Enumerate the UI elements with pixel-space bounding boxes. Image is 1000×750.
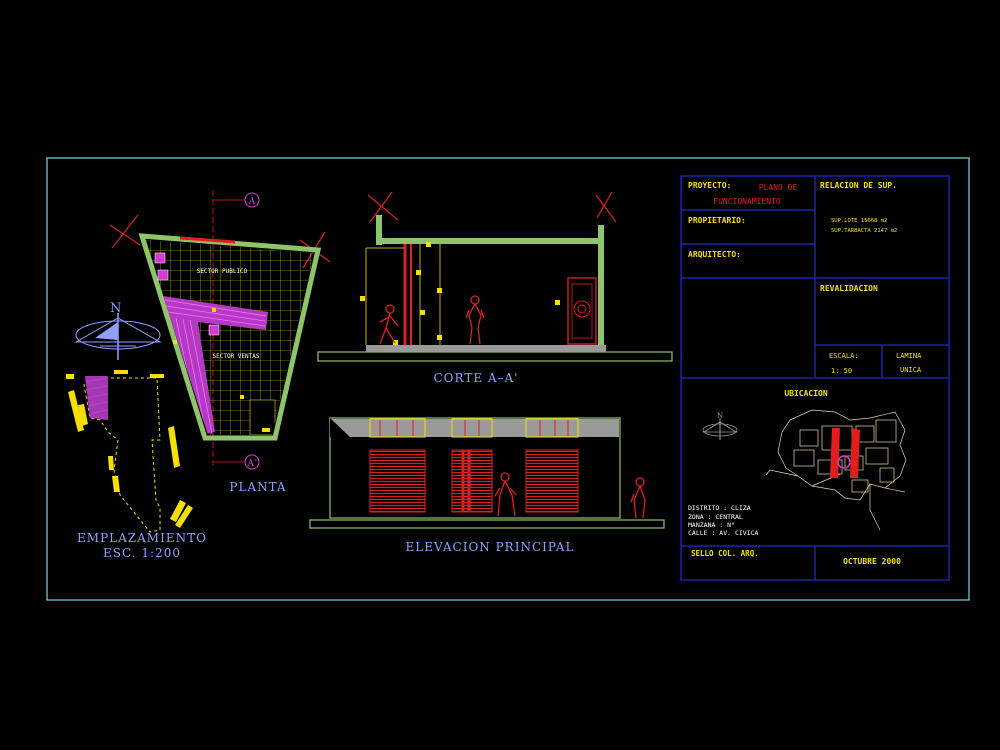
proyecto-value-1: PLANO DE bbox=[759, 183, 798, 192]
section-drawing: CORTE A–A' bbox=[317, 191, 673, 385]
sector-publico-label: SECTOR PUBLICO bbox=[197, 268, 248, 275]
distrito: DISTRITO : CLIZA bbox=[688, 504, 751, 512]
cut-marker-bottom bbox=[244, 454, 260, 470]
door bbox=[567, 277, 597, 345]
shutter-middle bbox=[451, 449, 493, 513]
person-icon bbox=[379, 304, 399, 345]
shutter-left bbox=[369, 449, 426, 513]
sup-tarbacta: SUP.TARBACTA 2147 m2 bbox=[831, 228, 897, 234]
site-plan: N EMPLAZAMIENTO ESC. 1:200 bbox=[66, 301, 207, 560]
person-icon bbox=[494, 472, 517, 517]
zona: ZONA : CENTRAL bbox=[688, 513, 743, 521]
site-outline bbox=[83, 377, 161, 533]
revalidacion-label: REVALIDACION bbox=[820, 284, 878, 293]
calle: CALLE : AV. CIVICA bbox=[688, 529, 759, 537]
location-map-highlight bbox=[830, 428, 860, 478]
shutter-right bbox=[525, 449, 579, 513]
sello-label: SELLO COL. ARQ. bbox=[691, 549, 759, 558]
north-label: N bbox=[110, 301, 121, 316]
cut-marker-top bbox=[244, 192, 260, 208]
emplazamiento-scale: ESC. 1:200 bbox=[103, 546, 181, 560]
ubicacion-label: UBICACION bbox=[784, 389, 828, 398]
proyecto-label: PROYECTO: bbox=[688, 181, 731, 190]
cut-marker-top-label: A bbox=[248, 197, 256, 207]
planta-title: PLANTA bbox=[229, 480, 286, 494]
sheet-frame bbox=[46, 157, 970, 601]
location-north-icon: N bbox=[702, 412, 738, 440]
lamina-value: UNICA bbox=[900, 366, 922, 374]
person-icon bbox=[630, 477, 646, 519]
relacion-label: RELACION DE SUP. bbox=[820, 181, 897, 190]
elevacion-title: ELEVACION PRINCIPAL bbox=[406, 540, 575, 554]
fecha: OCTUBRE 2000 bbox=[843, 557, 901, 566]
emplazamiento-title: EMPLAZAMIENTO bbox=[77, 531, 207, 545]
proyecto-value-2: FUNCIONAMIENTO bbox=[713, 197, 781, 206]
plan-walls bbox=[138, 233, 322, 441]
lamina-label: LAMINA bbox=[896, 352, 922, 360]
sector-ventas-label: SECTOR VENTAS bbox=[213, 353, 260, 360]
sup-lote: SUP.LOTE 15668 m2 bbox=[831, 218, 887, 224]
person-icon bbox=[465, 295, 485, 345]
north-arrow-icon: N bbox=[74, 301, 162, 360]
corte-title: CORTE A–A' bbox=[433, 371, 518, 385]
title-block bbox=[680, 175, 950, 581]
elevation-drawing: ELEVACION PRINCIPAL bbox=[309, 417, 665, 554]
location-north-label: N bbox=[717, 412, 723, 420]
escala-value: 1: 50 bbox=[831, 367, 852, 375]
manzana: MANZANA : N° bbox=[688, 521, 735, 529]
escala-label: ESCALA: bbox=[829, 352, 859, 360]
cut-marker-bottom-label: A' bbox=[247, 459, 257, 469]
propietario-label: PROPIETARIO: bbox=[688, 216, 746, 225]
arquitecto-label: ARQUITECTO: bbox=[688, 250, 741, 259]
